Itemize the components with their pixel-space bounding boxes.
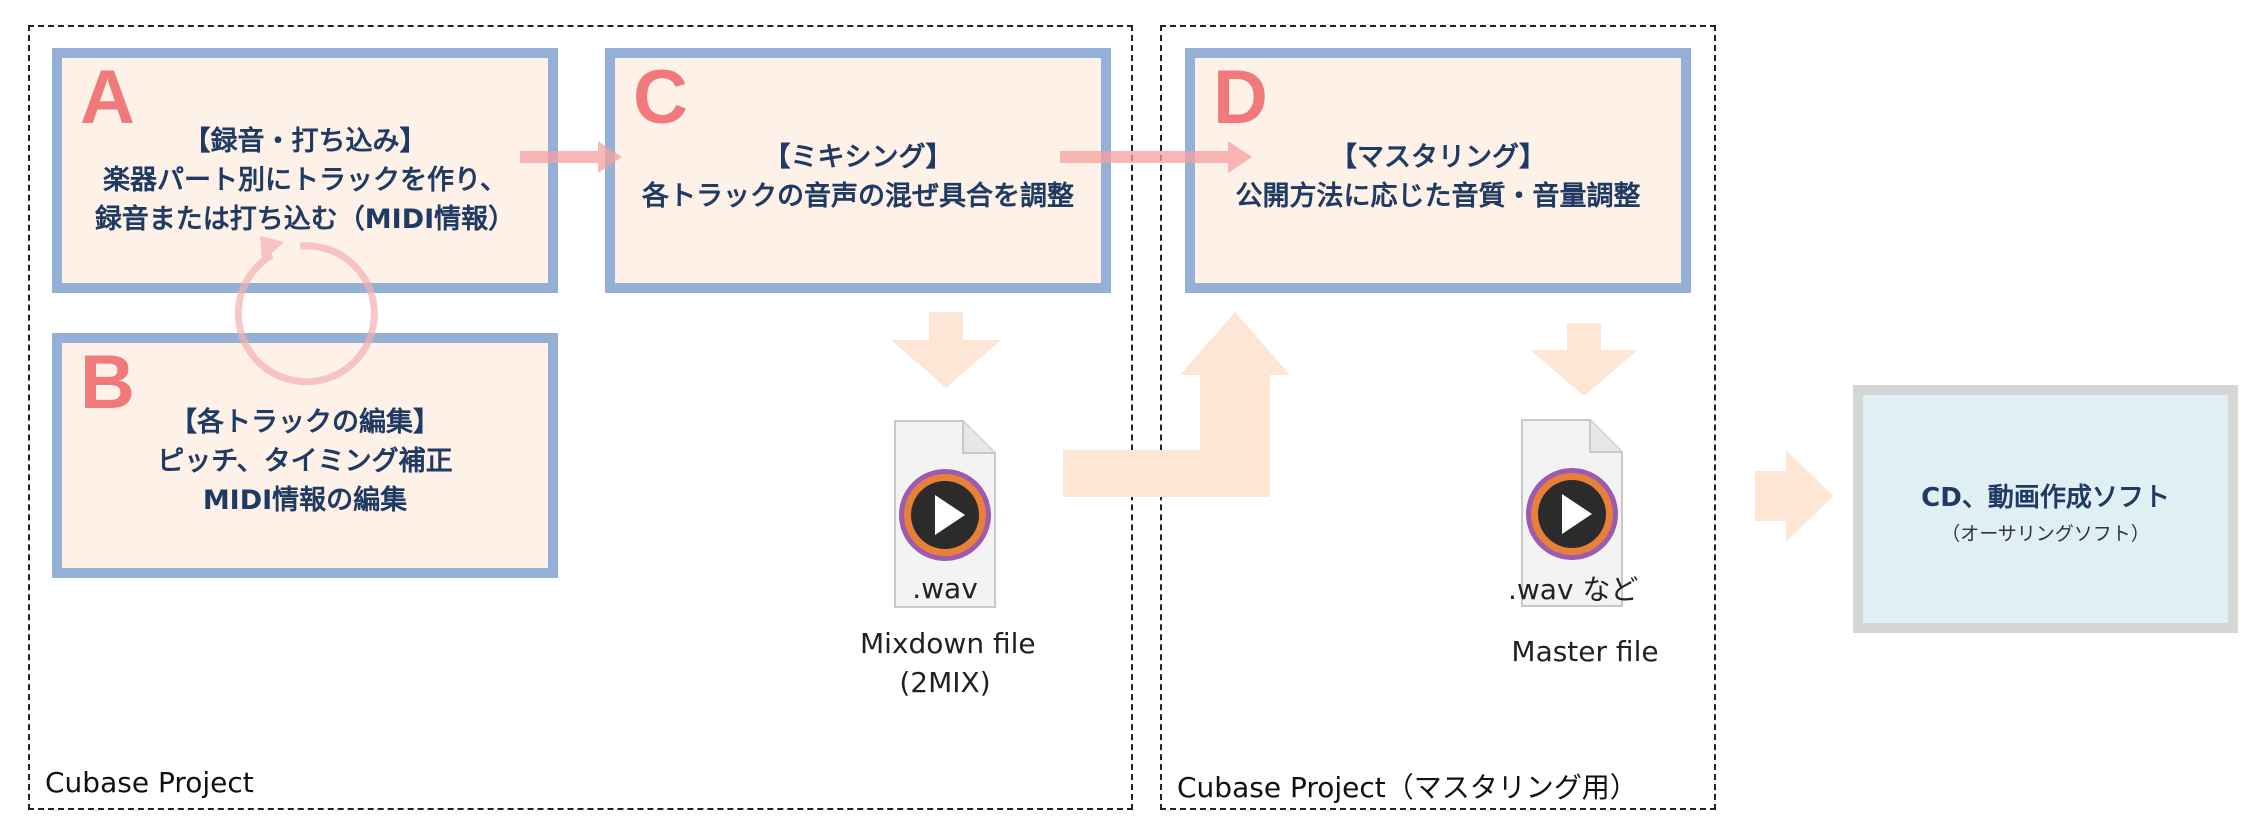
step-b-text: 【各トラックの編集】 ピッチ、タイミング補正 MIDI情報の編集	[62, 403, 548, 520]
step-b-line1: ピッチ、タイミング補正	[157, 446, 453, 478]
output-title: CD、動画作成ソフト	[1921, 483, 2170, 513]
step-c-box: C 【ミキシング】 各トラックの音声の混ぜ具合を調整	[605, 48, 1111, 293]
mixdown-file-ext: .wav	[912, 572, 978, 605]
step-d-title: 【マスタリング】	[1330, 142, 1546, 173]
project-label-main: Cubase Project	[45, 766, 254, 799]
step-b-box: B 【各トラックの編集】 ピッチ、タイミング補正 MIDI情報の編集	[52, 333, 558, 578]
step-d-line1: 公開方法に応じた音質・音量調整	[1235, 181, 1641, 213]
step-d-text: 【マスタリング】 公開方法に応じた音質・音量調整	[1195, 138, 1681, 216]
mixdown-caption-line1: Mixdown file	[860, 627, 1036, 660]
step-d-letter: D	[1213, 55, 1268, 140]
mixdown-caption-line2: (2MIX)	[899, 666, 991, 700]
step-c-line1: 各トラックの音声の混ぜ具合を調整	[642, 181, 1074, 213]
master-file-ext: .wav など	[1508, 573, 1639, 606]
step-d-box: D 【マスタリング】 公開方法に応じた音質・音量調整	[1185, 48, 1691, 293]
step-a-text: 【録音・打ち込み】 楽器パート別にトラックを作り、 録音または打ち込む（MIDI…	[62, 122, 548, 239]
mixdown-file-icon	[894, 420, 996, 608]
step-c-letter: C	[633, 55, 688, 140]
step-a-title: 【録音・打ち込み】	[183, 126, 427, 157]
step-b-title: 【各トラックの編集】	[170, 407, 440, 438]
step-c-title: 【ミキシング】	[763, 142, 953, 173]
step-a-box: A 【録音・打ち込み】 楽器パート別にトラックを作り、 録音または打ち込む（MI…	[52, 48, 558, 293]
step-a-line2: 録音または打ち込む（MIDI情報）	[94, 204, 516, 236]
step-a-letter: A	[80, 55, 135, 140]
step-b-line2: MIDI情報の編集	[202, 485, 408, 517]
master-caption-line1: Master file	[1511, 635, 1659, 668]
step-c-text: 【ミキシング】 各トラックの音声の混ぜ具合を調整	[615, 138, 1101, 216]
output-box: CD、動画作成ソフト （オーサリングソフト）	[1853, 385, 2238, 633]
arrow-master-to-output-icon	[1755, 450, 1833, 542]
mixdown-caption: Mixdown file (2MIX)	[860, 624, 1036, 702]
step-a-line1: 楽器パート別にトラックを作り、	[103, 165, 507, 197]
output-subtitle: （オーサリングソフト）	[1941, 523, 2150, 545]
step-b-letter: B	[80, 340, 135, 425]
master-file-icon	[1521, 419, 1623, 607]
project-label-mastering: Cubase Project（マスタリング用）	[1177, 771, 1638, 804]
master-caption: Master file	[1490, 632, 1680, 671]
